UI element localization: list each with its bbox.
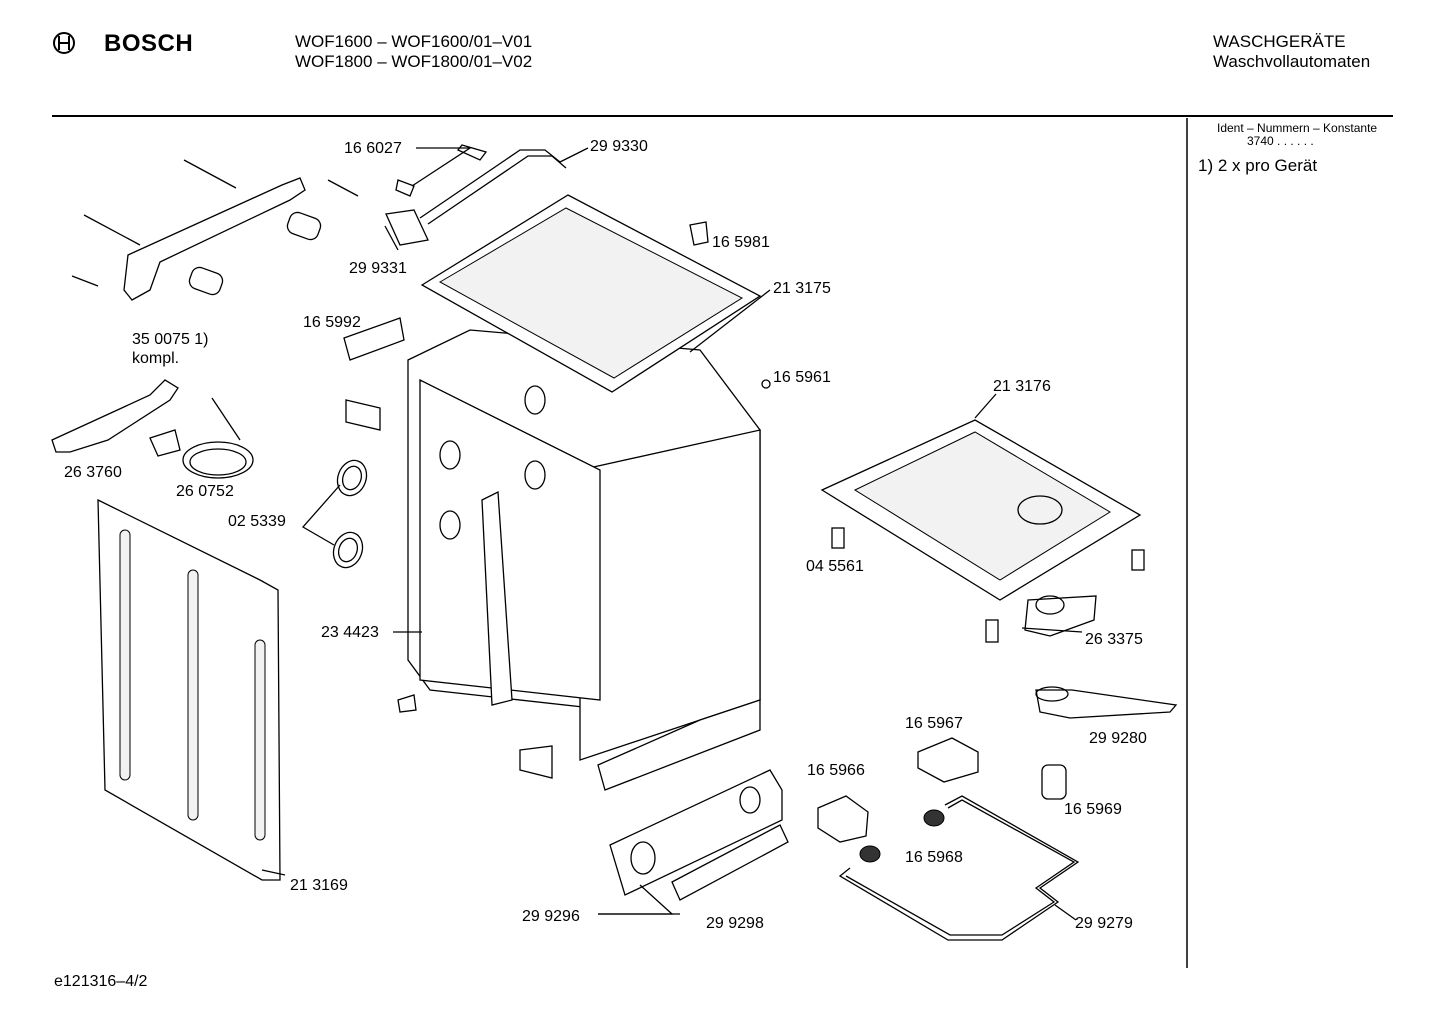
- side-panel: [97, 498, 281, 881]
- control-panel: [598, 769, 789, 915]
- foot-screw: [397, 694, 417, 713]
- screw-165961: [761, 379, 771, 389]
- bosch-logo-icon: [53, 32, 75, 54]
- category-title: WASCHGERÄTE: [1213, 32, 1346, 51]
- part-label-166027: 16 6027: [344, 140, 402, 157]
- wrench: [51, 379, 179, 453]
- wire-299279: [838, 795, 1080, 941]
- part-label-260752: 26 0752: [176, 483, 234, 500]
- part-label-165969: 16 5969: [1064, 801, 1122, 818]
- part-label-025339: 02 5339: [228, 513, 286, 530]
- part-label-299298: 29 9298: [706, 915, 764, 932]
- clip-165981: [689, 221, 709, 246]
- hose: [149, 397, 254, 479]
- part-label-kompl: kompl.: [132, 350, 180, 367]
- part-165969: [1041, 764, 1067, 800]
- arm-299280: [1035, 686, 1178, 719]
- cabinet-frame: [407, 329, 761, 791]
- document-id: e121316–4/2: [54, 973, 148, 990]
- part-label-165992: 16 5992: [303, 314, 361, 331]
- module-165966: [817, 795, 869, 843]
- part-label-299331: 29 9331: [349, 260, 407, 277]
- bracket-left: [345, 399, 381, 431]
- part-label-263760: 26 3760: [64, 464, 122, 481]
- part-label-263375: 26 3375: [1085, 631, 1143, 648]
- part-label-165961: 16 5961: [773, 369, 831, 386]
- part-label-045561: 04 5561: [806, 558, 864, 575]
- leader-lines: [261, 627, 1083, 876]
- part-label-165967: 16 5967: [905, 715, 963, 732]
- module-165967: [917, 737, 979, 783]
- part-label-213175: 21 3175: [773, 280, 831, 297]
- ident-value: 3740 . . . . . .: [1247, 134, 1314, 148]
- model-line-1: WOF1600 – WOF1600/01–V01: [295, 32, 533, 51]
- top-cover: [420, 194, 771, 393]
- footnote: 1) 2 x pro Gerät: [1198, 156, 1318, 175]
- part-label-299296: 29 9296: [522, 908, 580, 925]
- gasket-165992: [343, 317, 405, 361]
- part-label-299279: 29 9279: [1075, 915, 1133, 932]
- brand-name: BOSCH: [104, 30, 194, 57]
- part-label-299280: 29 9280: [1089, 730, 1147, 747]
- part-label-165966: 16 5966: [807, 762, 865, 779]
- bracket-bottom: [519, 745, 553, 779]
- base-frame: [820, 393, 1145, 601]
- pump-bracket: [985, 595, 1097, 643]
- knobs-165968: [859, 809, 945, 863]
- hinge-parts: [384, 144, 589, 251]
- ident-title: Ident – Nummern – Konstante: [1217, 121, 1378, 135]
- part-label-350075: 35 0075 1): [132, 331, 209, 348]
- seal-rings: [301, 459, 368, 569]
- model-line-2: WOF1800 – WOF1800/01–V02: [295, 52, 533, 71]
- category-subtitle: Waschvollautomaten: [1213, 52, 1371, 71]
- transport-bracket: [71, 159, 359, 301]
- part-label-165968: 16 5968: [905, 849, 963, 866]
- part-label-213176: 21 3176: [993, 378, 1051, 395]
- part-label-234423: 23 4423: [321, 624, 379, 641]
- part-label-165981: 16 5981: [712, 234, 770, 251]
- part-label-213169: 21 3169: [290, 877, 348, 894]
- part-label-299330: 29 9330: [590, 138, 648, 155]
